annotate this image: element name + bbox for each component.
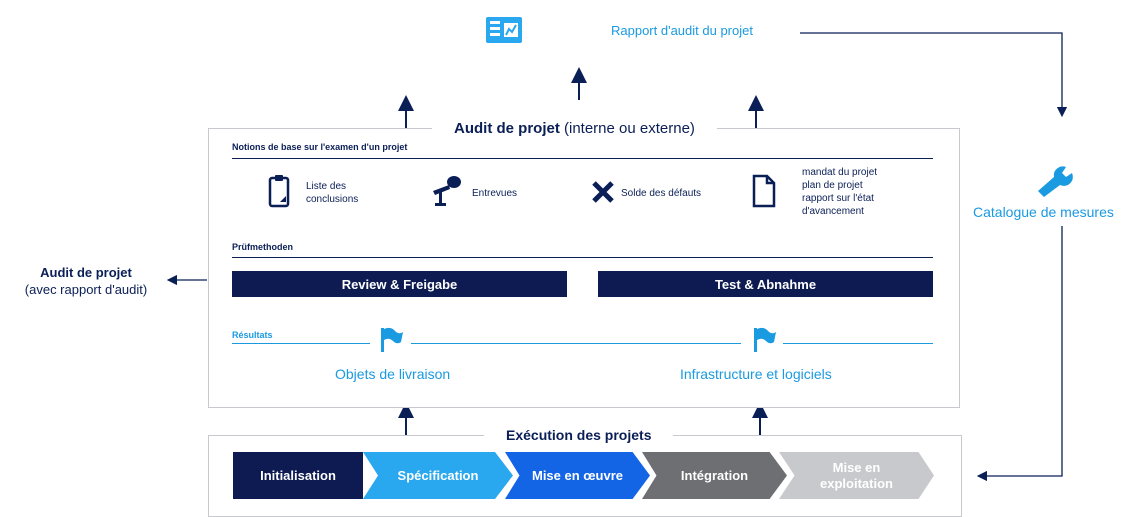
results-rule xyxy=(783,343,933,344)
wrench-icon xyxy=(1032,165,1076,197)
result-infrastructure: Infrastructure et logiciels xyxy=(680,366,832,382)
phase-label: Spécification xyxy=(397,467,479,483)
flag-icon xyxy=(377,326,405,354)
arrow-catalogue-to-execution xyxy=(976,226,1063,482)
microphone-icon xyxy=(430,174,464,206)
document-icon xyxy=(752,174,776,208)
phase-specification: Spécification xyxy=(363,452,513,499)
basics-rule xyxy=(232,158,933,159)
audit-title: Audit de projet (interne ou externe) xyxy=(432,120,717,137)
methods-heading: Prüfmethoden xyxy=(232,242,294,252)
results-rule xyxy=(411,343,741,344)
basics-item-text: mandat du projet plan de projet rapport … xyxy=(802,167,878,217)
arrow-report-to-catalogue xyxy=(800,32,1068,118)
phase-label: Mise en œuvre xyxy=(531,467,624,483)
phase-label: Mise en exploitation xyxy=(820,459,893,491)
audit-title-bold: Audit de projet xyxy=(454,120,560,137)
phase-label: Intégration xyxy=(680,467,749,483)
basics-item-text: Solde des défauts xyxy=(621,188,702,199)
result-deliverables: Objets de livraison xyxy=(335,366,451,382)
phase-label: Initialisation xyxy=(260,467,336,483)
cross-icon xyxy=(591,180,615,204)
phase-operation: Mise en exploitation xyxy=(779,452,934,499)
phase-integration: Intégration xyxy=(642,452,787,499)
catalogue-label: Catalogue de mesures xyxy=(973,204,1114,220)
execution-title: Exécution des projets xyxy=(484,427,674,443)
clipboard-icon xyxy=(268,174,290,208)
report-document-icon xyxy=(484,13,526,45)
basics-item-text: Liste des conclusions xyxy=(306,181,359,205)
left-output: Audit de projet (avec rapport d'audit) xyxy=(0,264,172,298)
flag-icon xyxy=(750,326,778,354)
audit-title-rest: (interne ou externe) xyxy=(559,120,695,137)
basics-item-text: Entrevues xyxy=(472,188,518,199)
results-rule xyxy=(232,343,370,344)
phase-implementation: Mise en œuvre xyxy=(505,452,650,499)
method-review: Review & Freigabe xyxy=(232,271,567,297)
method-test: Test & Abnahme xyxy=(598,271,933,297)
left-output-title: Audit de projet xyxy=(40,265,132,280)
audit-box xyxy=(208,128,960,408)
basics-heading: Notions de base sur l'examen d'un projet xyxy=(232,142,408,152)
methods-rule xyxy=(232,257,933,258)
phase-initialisation: Initialisation xyxy=(233,452,363,499)
results-heading: Résultats xyxy=(232,330,273,340)
left-output-subtitle: (avec rapport d'audit) xyxy=(24,282,148,297)
report-label: Rapport d'audit du projet xyxy=(611,23,753,38)
